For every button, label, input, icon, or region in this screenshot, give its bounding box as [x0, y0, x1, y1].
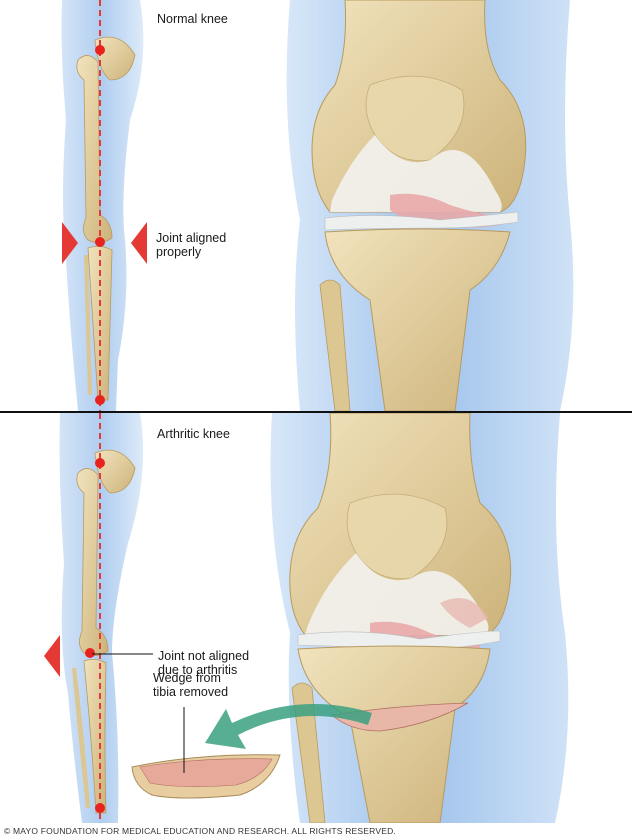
- worn-cartilage: [440, 598, 488, 628]
- normal-callout-line2: properly: [156, 245, 202, 259]
- right-pointer-triangle: [131, 222, 147, 264]
- arthritic-callout-line1: Joint not aligned: [158, 649, 250, 663]
- arthritic-knee-panel: Arthritic knee Joint not aligned due to …: [0, 413, 632, 823]
- panel-divider: [0, 411, 632, 413]
- left-pointer-triangle: [44, 635, 60, 677]
- removed-wedge-cut-face: [139, 758, 273, 787]
- hip-marker: [95, 45, 105, 55]
- femur-cartilage: [330, 135, 502, 212]
- normal-callout-line1: Joint aligned: [156, 231, 227, 245]
- large-tibia: [324, 228, 511, 411]
- wedge-label-line1: Wedge from: [153, 671, 221, 685]
- arthritic-callout-line2: due to arthritis: [158, 663, 238, 677]
- normal-knee-title: Normal knee: [157, 12, 228, 26]
- femur-cartilage: [305, 553, 489, 635]
- ankle-marker: [95, 803, 105, 813]
- wedge-label-line2: tibia removed: [153, 685, 229, 699]
- leg-silhouette: [61, 0, 144, 411]
- left-pointer-triangle: [62, 222, 78, 264]
- meniscus: [324, 211, 519, 231]
- knee-marker: [85, 648, 95, 658]
- arthritic-knee-title: Arthritic knee: [157, 427, 230, 441]
- normal-knee-illustration: [61, 0, 574, 411]
- femur-bone: [76, 468, 109, 656]
- normal-knee-panel: Normal knee Joint aligned properly: [0, 0, 632, 411]
- copyright-notice: © MAYO FOUNDATION FOR MEDICAL EDUCATION …: [4, 826, 396, 836]
- knee-marker: [95, 237, 105, 247]
- patella: [346, 493, 448, 580]
- arthritic-knee-illustration: [44, 413, 569, 823]
- hip-marker: [95, 458, 105, 468]
- large-fibula: [291, 682, 326, 823]
- large-tibia: [297, 645, 491, 823]
- curved-arrow: [205, 704, 372, 749]
- fibula-bone: [72, 668, 90, 808]
- ankle-marker: [95, 395, 105, 405]
- large-fibula: [319, 279, 351, 411]
- fibula-bone: [84, 255, 92, 395]
